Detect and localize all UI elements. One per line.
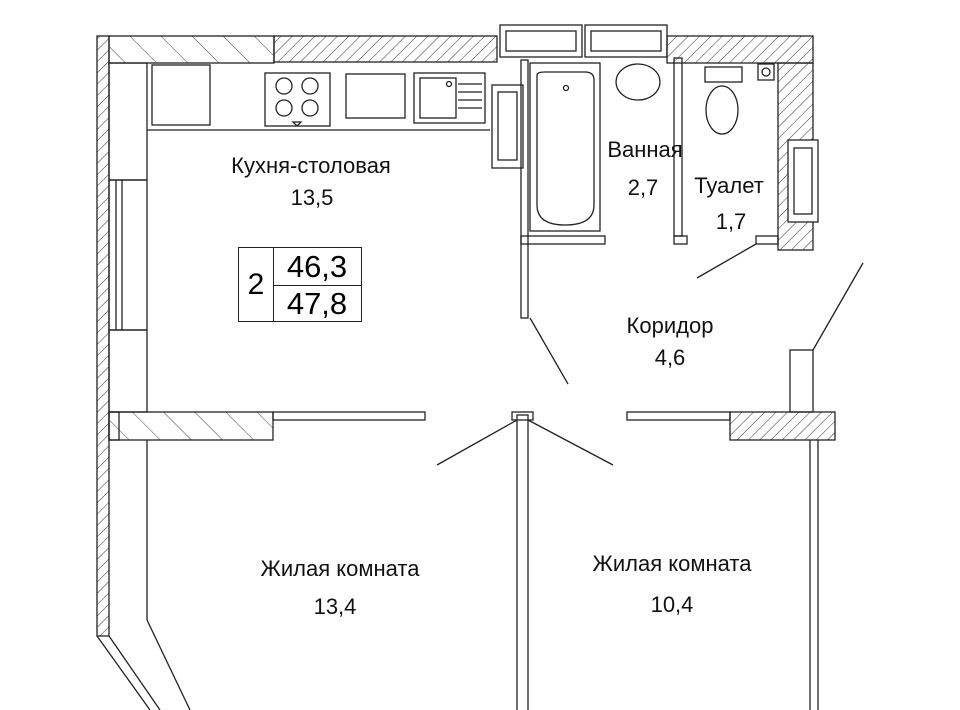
door-swing-kitchen xyxy=(529,317,569,385)
sink-icon xyxy=(413,72,486,124)
washbasin-icon xyxy=(615,63,661,101)
door-swing-toilet xyxy=(696,243,757,279)
room-name-living-1: Жилая комната xyxy=(260,556,420,581)
top-wall xyxy=(273,35,498,63)
room-area-living-1: 13,4 xyxy=(313,594,357,619)
room-area-toilet: 1,7 xyxy=(715,209,747,234)
area-summary-box: 2 46,3 47,8 xyxy=(238,247,362,322)
vent-shaft xyxy=(491,84,524,169)
room-name-bathroom: Ванная xyxy=(607,137,683,162)
worktop xyxy=(345,73,406,119)
bedroom-partition xyxy=(516,414,529,710)
entrance-door-swing xyxy=(812,262,864,351)
room-name-living-2: Жилая комната xyxy=(592,551,752,576)
toilet-icon xyxy=(704,66,743,83)
window-right xyxy=(787,139,819,223)
room-area-living-2: 10,4 xyxy=(650,592,694,617)
outer-wall-diagonal xyxy=(96,619,191,710)
bath-partition xyxy=(520,59,529,319)
fridge-icon xyxy=(151,64,211,126)
window-left xyxy=(108,179,148,331)
window-top-2 xyxy=(584,24,668,58)
room-name-kitchen: Кухня-столовая xyxy=(231,153,391,178)
outer-wall-left xyxy=(96,35,110,637)
room-area-corridor: 4,6 xyxy=(654,345,686,370)
total-area: 47,8 xyxy=(286,285,348,321)
living-area: 46,3 xyxy=(273,248,361,286)
room-name-corridor: Коридор xyxy=(626,313,714,338)
stove-icon xyxy=(264,72,331,127)
door-swing-bedroom-1 xyxy=(436,419,518,466)
door-swing-bedroom-2 xyxy=(527,419,614,466)
room-area-bathroom: 2,7 xyxy=(627,175,659,200)
room-name-toilet: Туалет xyxy=(694,173,764,198)
window-top-1 xyxy=(499,24,583,58)
room-count: 2 xyxy=(239,248,274,321)
bathtub-icon xyxy=(529,62,601,232)
top-wall-concrete xyxy=(108,35,275,64)
room-area-kitchen: 13,5 xyxy=(290,185,334,210)
